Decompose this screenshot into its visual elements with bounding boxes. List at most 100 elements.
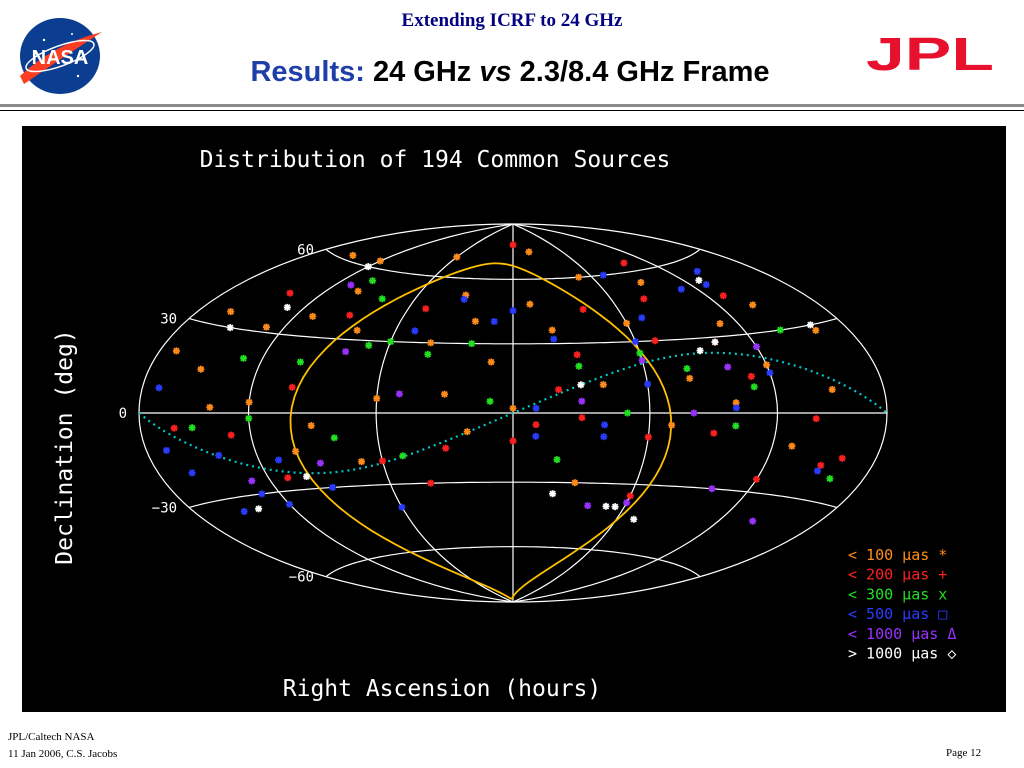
source-point-stroke — [424, 351, 432, 358]
source-point — [395, 390, 403, 398]
source-point — [442, 444, 450, 452]
source-point-stroke — [555, 386, 562, 393]
source-point-stroke — [575, 362, 583, 370]
source-point-stroke — [753, 343, 760, 350]
title-part2: 2.3/8.4 GHz Frame — [511, 56, 770, 88]
source-point — [602, 502, 610, 510]
chart-title: Distribution of 194 Common Sources — [200, 147, 671, 173]
source-point — [553, 456, 561, 464]
source-point-stroke — [329, 484, 336, 491]
source-point — [532, 432, 540, 440]
title-prefix: Results: — [250, 56, 365, 88]
source-point-stroke — [716, 320, 724, 327]
source-point-stroke — [275, 456, 282, 464]
source-point-stroke — [170, 424, 178, 432]
meridian-gridline — [512, 223, 651, 603]
source-point — [399, 452, 407, 460]
source-point — [427, 339, 435, 347]
source-point-stroke — [636, 349, 644, 357]
source-point — [227, 431, 235, 439]
source-point-stroke — [763, 361, 770, 369]
source-point-stroke — [683, 365, 691, 372]
y-tick-label: −60 — [289, 570, 314, 586]
source-point — [286, 289, 294, 297]
source-point — [170, 424, 178, 432]
source-point — [411, 327, 419, 335]
source-point — [638, 314, 646, 322]
source-point-stroke — [578, 397, 586, 405]
source-point-stroke — [188, 424, 196, 431]
source-point-stroke — [284, 304, 291, 311]
source-point-stroke — [600, 271, 607, 279]
source-point-stroke — [826, 475, 834, 482]
source-point — [732, 404, 740, 412]
source-point-stroke — [378, 295, 386, 303]
title-part1: 24 GHz — [364, 56, 480, 88]
source-point — [398, 503, 406, 511]
source-point — [644, 433, 652, 441]
source-point — [532, 421, 540, 429]
source-point — [644, 380, 652, 388]
source-point — [296, 358, 304, 366]
source-point-stroke — [331, 434, 338, 442]
source-point — [245, 398, 253, 406]
source-point-stroke — [206, 404, 214, 411]
source-point — [626, 492, 634, 500]
source-point-stroke — [695, 277, 703, 284]
sky-chart-svg: Distribution of 194 Common Sources Right… — [52, 147, 956, 702]
source-point-stroke — [696, 347, 704, 354]
source-point — [379, 457, 386, 465]
legend-entry: > 1000 μas ◇ — [848, 645, 956, 663]
source-point — [637, 278, 645, 286]
legend-layer: < 100 μas *< 200 μas +< 300 μas x< 500 μ… — [848, 546, 956, 663]
source-point-stroke — [694, 268, 701, 275]
source-point — [753, 475, 760, 483]
source-point-stroke — [578, 414, 586, 421]
source-point — [695, 276, 703, 284]
source-point-stroke — [549, 490, 556, 497]
source-point — [575, 362, 583, 370]
source-point — [358, 458, 365, 466]
source-point-stroke — [577, 381, 585, 389]
source-point — [753, 343, 760, 351]
source-point-stroke — [526, 300, 534, 308]
curve-layer — [138, 262, 888, 600]
source-point-stroke — [553, 456, 561, 463]
source-point — [710, 429, 718, 437]
source-point-stroke — [828, 386, 836, 393]
source-point — [373, 395, 381, 402]
source-point — [584, 502, 592, 510]
source-point — [248, 477, 256, 485]
source-point — [330, 434, 338, 442]
source-point-stroke — [686, 375, 693, 382]
source-point-stroke — [732, 399, 740, 406]
source-point — [806, 321, 814, 329]
source-point — [638, 356, 646, 364]
source-point — [509, 241, 517, 249]
source-point — [206, 403, 214, 411]
source-point — [631, 338, 639, 346]
source-point — [555, 386, 563, 394]
source-point — [838, 454, 846, 462]
source-point — [630, 515, 638, 523]
source-point — [240, 354, 247, 362]
source-point — [573, 351, 581, 359]
source-point — [623, 499, 631, 507]
source-point — [828, 386, 836, 393]
slide-title: Results: 24 GHz vs 2.3/8.4 GHz Frame — [180, 56, 840, 89]
source-point-stroke — [255, 505, 262, 513]
source-point-stroke — [638, 357, 646, 364]
source-point — [788, 442, 796, 450]
source-point-stroke — [354, 287, 362, 295]
source-point-stroke — [288, 384, 296, 391]
source-point-stroke — [303, 473, 310, 480]
source-point-stroke — [379, 457, 386, 465]
source-point — [307, 422, 315, 430]
source-point — [686, 374, 694, 382]
source-point-stroke — [490, 318, 498, 325]
source-point-stroke — [284, 474, 292, 482]
meridian-gridline — [512, 223, 779, 603]
source-point-stroke — [240, 355, 247, 362]
source-point — [376, 257, 384, 265]
